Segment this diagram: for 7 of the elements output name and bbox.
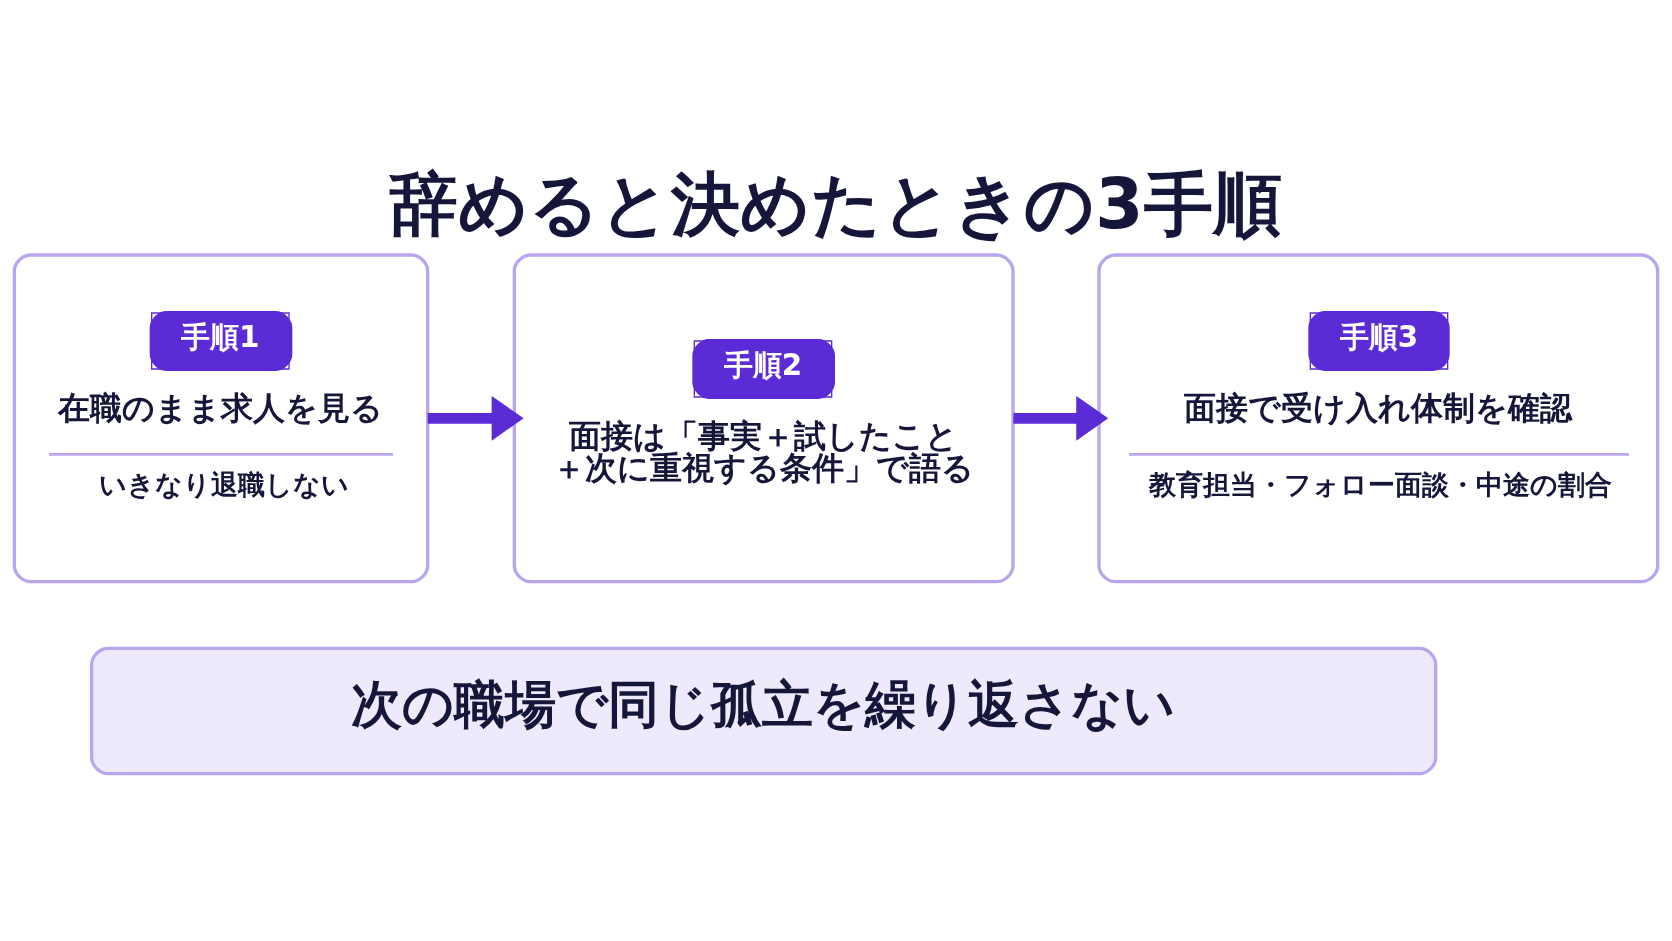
arrow xyxy=(427,395,524,441)
node-box: 次の職場で同じ孤立を繰り返さない xyxy=(90,646,1438,775)
node-box: 手順1 在職のまま求人を見る いきなり退職しない xyxy=(12,252,430,583)
node-box: 手順3 面接で受け入れ体制を確認 教育担当・フォロー面談・中途の割合 xyxy=(1097,252,1660,583)
node-box: 手順2 面接は「事実＋試したこと＋次に重視する条件」で語る xyxy=(512,252,1015,583)
diagram-title: 辞めると決めたときの3手順 xyxy=(389,163,1282,244)
arrow xyxy=(1013,395,1109,441)
